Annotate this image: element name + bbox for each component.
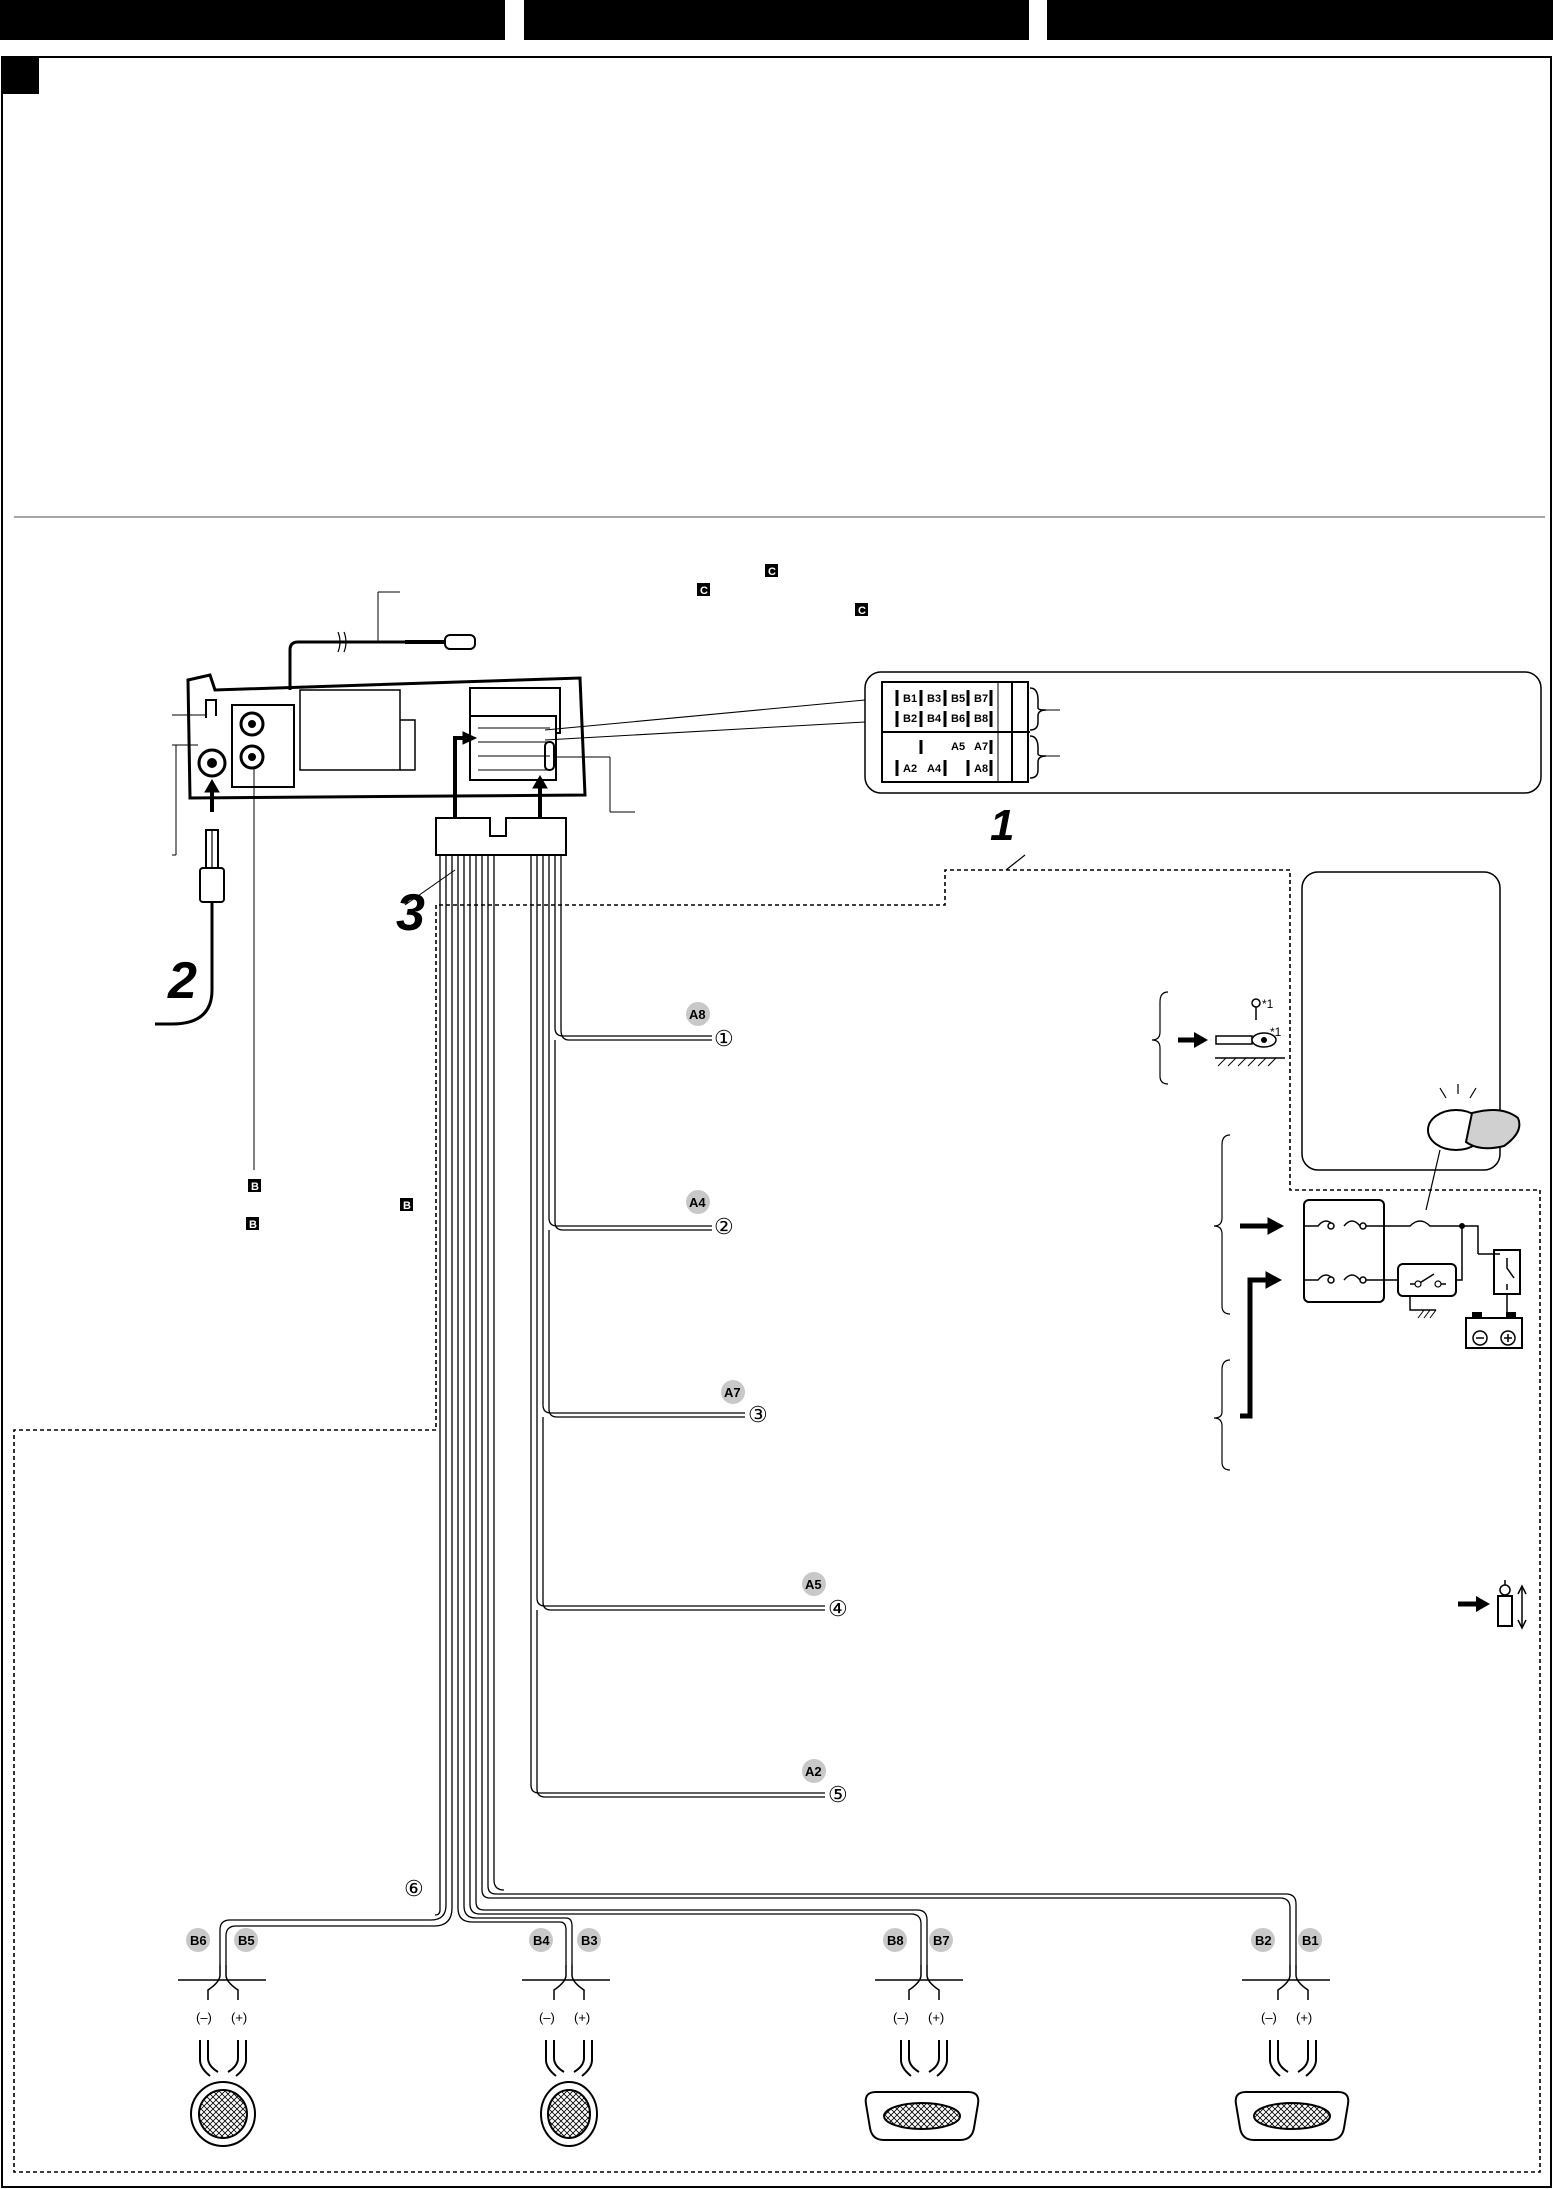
step-number-2: 2 <box>167 952 197 1010</box>
pin-A2: A2 <box>903 763 917 775</box>
lead-number-4: ④ <box>828 1596 848 1621</box>
polarity-minus: (–) <box>893 2010 909 2025</box>
harness-boundary <box>13 869 1541 2173</box>
fuse-box-icon <box>1213 1134 1521 1471</box>
speaker-pin-B4: B4 <box>533 1933 550 1948</box>
pinout-callout: B1 B3 B5 B7 B2 B4 B6 B8 A5 A7 A2 A4 A8 <box>544 671 1542 794</box>
ground-lug-icon: *1 *1 <box>1151 991 1285 1085</box>
header-block-icon <box>0 0 1553 40</box>
step-number-1: 1 <box>990 801 1014 850</box>
ignition-callout <box>1301 871 1501 1171</box>
svg-text:B: B <box>403 1200 411 1212</box>
lead-pin-4: A5 <box>805 1577 822 1592</box>
speaker-pin-B5: B5 <box>238 1933 255 1948</box>
svg-text:C: C <box>858 605 866 617</box>
polarity-minus: (–) <box>539 2010 555 2025</box>
speaker-pin-B7: B7 <box>933 1933 950 1948</box>
ignition-key-icon <box>1425 1084 1521 1211</box>
lead-pin-5: A2 <box>805 1764 822 1779</box>
speaker-pin-B3: B3 <box>581 1933 598 1948</box>
svg-text:B: B <box>249 1219 257 1231</box>
polarity-plus: (+) <box>574 2010 590 2025</box>
pin-B8: B8 <box>974 713 988 725</box>
speaker-leads <box>178 1965 1330 2000</box>
speaker-pin-B1: B1 <box>1302 1933 1319 1948</box>
pin-A7: A7 <box>974 741 988 753</box>
power-lead-labels: A8 ① A4 ② A7 ③ A5 ④ A2 ⑤ ⑥ <box>404 1002 848 1901</box>
speaker-pin-B8: B8 <box>887 1933 904 1948</box>
pin-B3: B3 <box>927 693 941 705</box>
insert-arrows <box>204 731 548 818</box>
door-switch-icon <box>1458 1580 1527 1630</box>
svg-text:B: B <box>251 1181 259 1193</box>
polarity-minus: (–) <box>1261 2010 1277 2025</box>
pin-pill <box>686 1002 710 1026</box>
page-frame <box>1 56 1552 2188</box>
lead-number-5: ⑤ <box>828 1782 848 1807</box>
pin-A8: A8 <box>974 763 988 775</box>
pin-B6: B6 <box>951 713 965 725</box>
polarity-minus: (–) <box>196 2010 212 2025</box>
speaker-pin-B2: B2 <box>1255 1933 1272 1948</box>
c-badges: C C C <box>697 564 868 617</box>
ground-mark-screw: *1 <box>1262 997 1274 1011</box>
pin-B4: B4 <box>927 713 942 725</box>
lead-number-3: ③ <box>748 1402 768 1427</box>
pin-B1: B1 <box>903 693 917 705</box>
lead-pin-1: A8 <box>689 1007 706 1022</box>
antenna-lead-cable <box>288 640 405 690</box>
iso-socket <box>469 715 557 781</box>
lead-number-1: ① <box>714 1026 734 1051</box>
ground-mark-lug: *1 <box>1270 1025 1282 1039</box>
pin-A5: A5 <box>951 741 965 753</box>
lead-pin-3: A7 <box>724 1385 741 1400</box>
svg-text:C: C <box>700 585 708 597</box>
speaker-pin-B6: B6 <box>190 1933 207 1948</box>
antenna-plug-icon <box>155 829 225 1026</box>
pin-B7: B7 <box>974 693 988 705</box>
speaker-group: B6 B5 B4 B3 B8 B7 B2 B1 <box>186 1928 1322 1952</box>
lead-pin-2: A4 <box>689 1195 706 1210</box>
svg-text:C: C <box>768 566 776 578</box>
polarity-plus: (+) <box>1296 2010 1312 2025</box>
polarity-plus: (+) <box>928 2010 944 2025</box>
speaker-icon <box>190 2040 1350 2147</box>
polarity-plus: (+) <box>231 2010 247 2025</box>
pin-A4: A4 <box>927 763 942 775</box>
head-unit <box>172 591 635 1170</box>
harness-connector <box>404 817 567 906</box>
corner-tab-icon <box>2 57 39 94</box>
lead-number-6: ⑥ <box>404 1876 424 1901</box>
b-badges: B B B <box>246 1179 413 1231</box>
battery-icon <box>1465 1312 1523 1349</box>
pin-B5: B5 <box>951 693 965 705</box>
pin-B2: B2 <box>903 713 917 725</box>
step-number-3: 3 <box>396 884 425 942</box>
lead-number-2: ② <box>714 1214 734 1239</box>
polarity-labels: (–) (+) (–) (+) (–) (+) (–) (+) <box>196 2010 1312 2025</box>
harness-bundle <box>219 855 1297 1965</box>
